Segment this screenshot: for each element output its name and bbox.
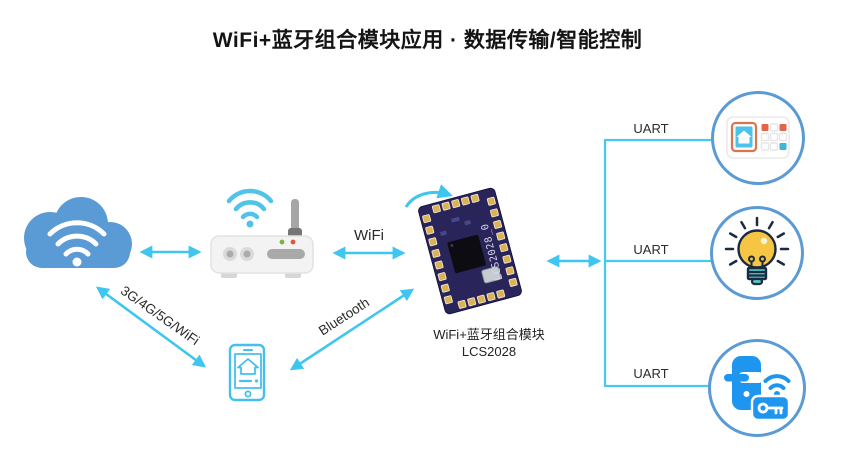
device-circle-panel [711, 91, 805, 185]
cloud-wifi-dot [72, 257, 82, 267]
phone-house-icon [237, 358, 259, 375]
bulb-base-cap [750, 277, 764, 286]
module-caption-line1: WiFi+蓝牙组合模块 [433, 327, 545, 342]
device-circle-bulb [710, 206, 804, 300]
cloud-shape [24, 197, 132, 268]
cloud-wifi-waves [47, 220, 107, 257]
phone-module-bluetooth-arrow [289, 288, 415, 371]
lock-key-icon [757, 402, 784, 415]
router-slot [267, 249, 305, 259]
uart-bus-trunk [603, 138, 712, 388]
wifi-router-icon [210, 188, 314, 278]
panel-house-icon [736, 130, 752, 144]
bulb-base [746, 266, 768, 281]
bulb-highlight [760, 237, 768, 245]
lock-keyhole [743, 391, 750, 397]
uart-label-middle: UART [633, 242, 669, 257]
router-led-red [290, 239, 296, 245]
smart-light-bulb-icon [724, 216, 790, 286]
smartphone-home-app-icon [228, 343, 266, 402]
pcb-pads [422, 193, 518, 309]
device-circle-lock [708, 339, 806, 437]
router-wifi-dot [246, 220, 254, 228]
pcb-main-chip [447, 234, 486, 274]
pcb-crystal [481, 266, 502, 284]
router-wifi-waves [226, 188, 274, 220]
lock-wifi-waves [763, 374, 791, 390]
lock-handle-bar [724, 374, 749, 382]
module-caption: WiFi+蓝牙组合模块 LCS2028 [405, 326, 573, 360]
panel-key-grid [760, 123, 788, 151]
router-ports [223, 247, 254, 261]
bulb-globe [737, 229, 777, 269]
router-foot-left [221, 273, 237, 278]
uart-label-top: UART [633, 121, 669, 136]
smart-control-panel-icon [726, 116, 790, 159]
page-title: WiFi+蓝牙组合模块应用 · 数据传输/智能控制 [212, 29, 643, 52]
router-led-green [279, 239, 285, 245]
phone-slider-dot [254, 379, 259, 383]
phone-body [228, 343, 266, 402]
decorative-swoosh-arrow [404, 184, 453, 208]
router-foot-right [285, 273, 301, 278]
pcb-chip-pin1-dot [450, 243, 454, 247]
bulb-rays [724, 216, 790, 266]
phone-home-button [244, 390, 252, 398]
module-pcb: LCS2028_0 [417, 187, 523, 316]
cloud-wifi-icon [24, 197, 132, 268]
uart-label-bottom: UART [633, 366, 669, 381]
module-caption-line2: LCS2028 [461, 344, 517, 359]
cloud-phone-cellular-arrow [95, 286, 207, 368]
router-body [210, 235, 314, 274]
smart-door-lock-icon [724, 356, 791, 421]
phone-screen [234, 353, 262, 389]
wifi-link-label: WiFi [354, 227, 384, 244]
